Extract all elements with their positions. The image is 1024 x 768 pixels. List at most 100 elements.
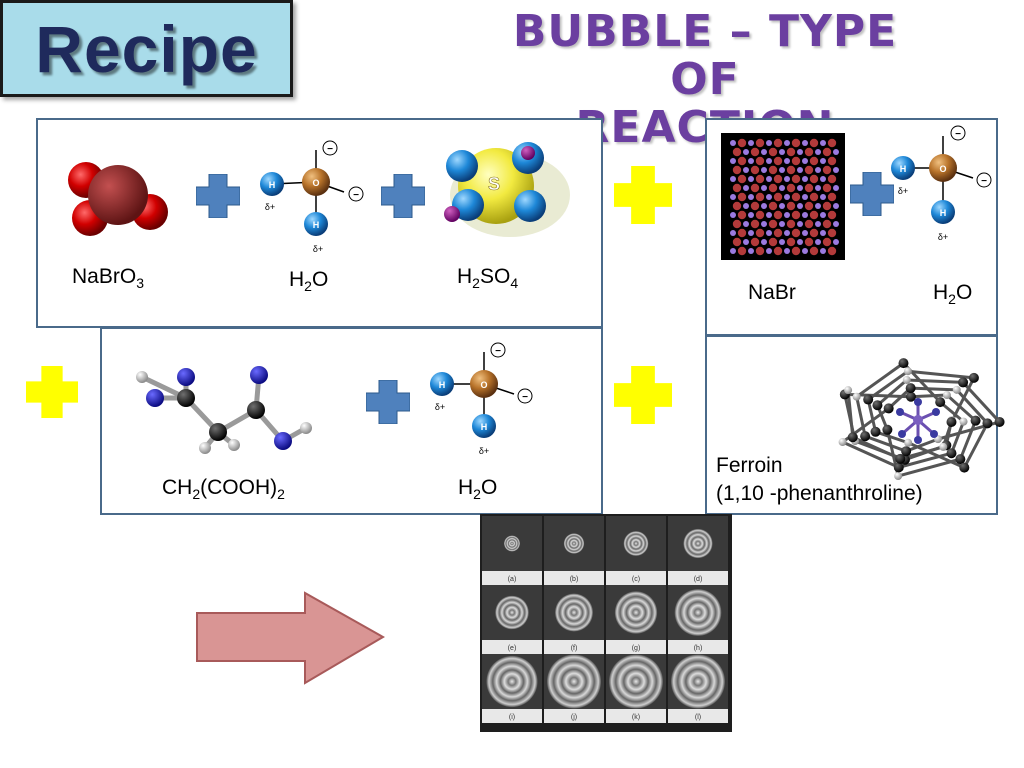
photo-caption-bar [544,640,604,654]
crystal-atom [809,156,819,166]
crystal-atom [732,219,742,229]
slide-title: BUBBLE – TYPE OF REACTION [470,8,940,152]
crystal-atom [797,167,803,173]
crystal-atom [809,174,819,184]
photo-caption: (h) [694,645,703,652]
crystal-atom [773,228,783,238]
crystal-atom [737,138,747,148]
ferroin-atom [847,432,858,443]
crystal-atom [827,210,837,220]
crystal-atom [761,167,767,173]
photo-caption: (e) [508,645,517,652]
crystal-atom [743,149,749,155]
crystal-atom [809,210,819,220]
minus-label: − [353,190,359,201]
oxygen-label: O [480,380,487,390]
title-line-1: BUBBLE – TYPE OF [512,6,898,105]
photo-caption: (j) [571,714,577,721]
water-molecule-icon: O H H − − δ+ δ+ [891,125,992,242]
ferroin-atom [994,416,1005,427]
photo-caption: (f) [571,645,578,652]
crystal-atom [809,246,819,256]
crystal-atom [784,230,790,236]
crystal-atom [755,156,765,166]
crystal-atom [748,158,754,164]
hydrogen-label: H [900,164,907,174]
crystal-atom [773,210,783,220]
hydrogen-label: H [269,180,276,190]
crystal-atom [768,183,778,193]
crystal-atom [750,201,760,211]
photo-caption: (b) [570,576,579,583]
crystal-atom [827,192,837,202]
delta-plus-label: δ+ [265,202,275,212]
crystal-atom [730,158,736,164]
crystal-atom [833,239,839,245]
crystal-atom [809,192,819,202]
ferroin-nitrogen [914,398,922,406]
crystal-atom [737,192,747,202]
water-label: H2O [933,281,972,307]
ferroin-atom [844,386,853,395]
crystal-atom [750,219,760,229]
crystal-atom [755,138,765,148]
crystal-atom [748,176,754,182]
crystal-atom [784,194,790,200]
crystal-atom [802,248,808,254]
crystal-atom [822,237,832,247]
crystal-atom [797,239,803,245]
ring-pattern [555,593,593,632]
crystal-atom [755,246,765,256]
crystal-atom [768,165,778,175]
ferroin-atom [870,426,881,437]
ferroin-atom [838,438,847,447]
hydrogen-label: H [481,422,488,432]
crystal-atom [737,156,747,166]
ferroin-atom [942,391,951,400]
h2so4-label: H2SO4 [457,265,518,291]
crystal-atom [833,185,839,191]
crystal-atom [786,201,796,211]
formula-subscript: 2 [473,486,481,503]
crystal-atom [791,210,801,220]
ring-pattern [614,591,658,634]
crystal-atom [766,140,772,146]
water-molecule-icon: O H H − − δ+ δ+ [430,342,533,456]
crystal-atom [737,246,747,256]
crystal-atom [827,228,837,238]
crystal-atom [802,158,808,164]
crystal-atom [804,201,814,211]
crystal-atom [791,156,801,166]
crystal-atom [833,203,839,209]
ferroin-nitrogen [930,430,938,438]
ferroin-atom [905,383,916,394]
crystal-atom [773,174,783,184]
crystal-atom [768,237,778,247]
ring-pattern [547,654,601,709]
crystal-atom [761,149,767,155]
crystal-atom [820,248,826,254]
photo-caption-bar [544,571,604,585]
ferroin-atom [982,418,993,429]
crystal-atom [750,147,760,157]
crystal-atom [743,167,749,173]
nabro3-molecule-icon [68,162,168,236]
ferroin-iron [913,415,923,425]
crystal-atom [768,219,778,229]
crystal-atom [761,203,767,209]
crystal-atom [730,176,736,182]
crystal-atom [784,248,790,254]
crystal-atom [833,221,839,227]
crystal-atom [822,147,832,157]
ring-pattern [671,654,725,709]
malonic-acid-atoms [136,366,312,454]
crystal-atom [820,194,826,200]
crystal-atom [786,147,796,157]
ferroin-atom [895,453,906,464]
formula-subscript: 2 [192,486,201,503]
ring-pattern [495,595,529,630]
crystal-atom [732,183,742,193]
bz-pattern-photo: (a)(b)(c)(d)(e)(f)(g)(h)(i)(j)(k)(l) [480,514,732,732]
ferroin-atom [902,375,911,384]
crystal-atom [768,147,778,157]
